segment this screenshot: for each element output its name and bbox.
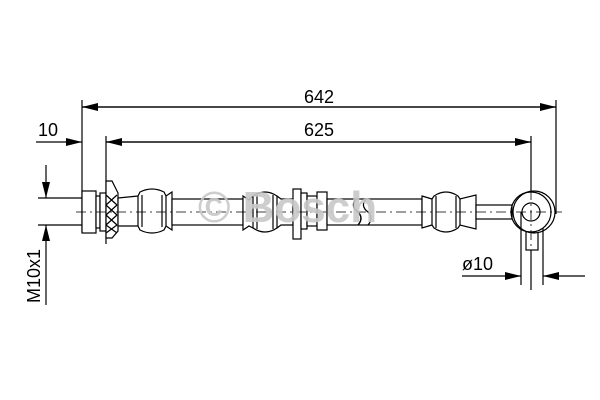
thread-label: M10x1 bbox=[24, 249, 44, 303]
watermark: © Bosch bbox=[198, 183, 377, 232]
offset-label: 10 bbox=[38, 120, 58, 140]
dimension-banjo-diameter: ø10 bbox=[462, 212, 585, 285]
overall-length-label: 642 bbox=[304, 87, 334, 107]
dimension-offset: 10 bbox=[36, 120, 82, 146]
hose-length-label: 625 bbox=[304, 120, 334, 140]
dimension-overall-length: 642 bbox=[81, 87, 557, 232]
brake-hose bbox=[76, 180, 562, 256]
dimension-thread: M10x1 bbox=[24, 165, 82, 305]
banjo-diameter-label: ø10 bbox=[462, 254, 493, 274]
